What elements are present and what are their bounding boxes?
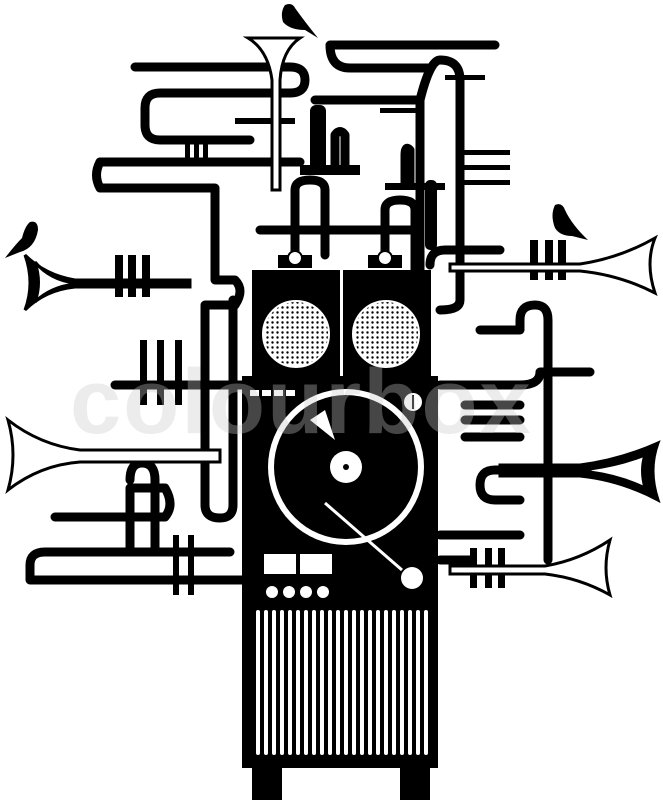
vent-slot: [256, 610, 260, 755]
vent-slot: [360, 610, 364, 755]
vent-slot: [304, 610, 308, 755]
vent-slot: [320, 610, 324, 755]
vent-slot: [328, 610, 332, 755]
vent-slot: [312, 610, 316, 755]
vent-slot: [280, 610, 284, 755]
vent-slot: [264, 610, 268, 755]
vent-slot: [424, 610, 428, 755]
vent-slot: [392, 610, 396, 755]
valves: [115, 75, 566, 595]
birds: [5, 4, 588, 258]
horns: [5, 36, 661, 599]
vent-slot: [384, 610, 388, 755]
vent-slot: [368, 610, 372, 755]
vent-slot: [400, 610, 404, 755]
vent-slot: [352, 610, 356, 755]
vent-slot: [296, 610, 300, 755]
speakers: [252, 250, 431, 376]
vent-slot: [272, 610, 276, 755]
record-player-cabinet: [242, 376, 438, 800]
vent-slot: [288, 610, 292, 755]
vent-slot: [408, 610, 412, 755]
vent-slot: [416, 610, 420, 755]
vent-slot: [344, 610, 348, 755]
vent-slot: [376, 610, 380, 755]
pipes: [25, 40, 595, 585]
vent-slot: [336, 610, 340, 755]
